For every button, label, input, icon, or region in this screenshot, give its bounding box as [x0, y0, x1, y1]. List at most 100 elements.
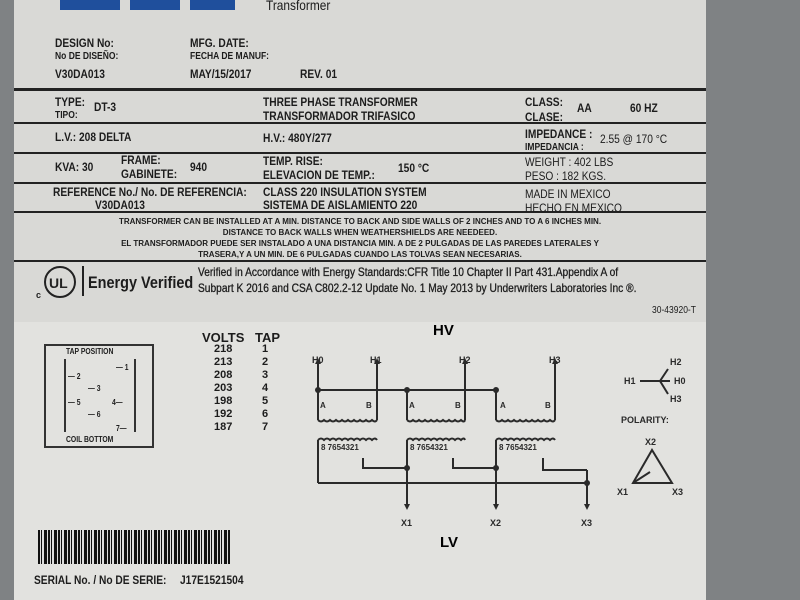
note-line: TRASERA,Y A UN MIN. DE 6 PULGADAS CUANDO…	[198, 250, 522, 259]
frame-label: FRAME:	[121, 153, 161, 167]
vector-h2: H2	[670, 357, 682, 367]
tap-mark: 4—	[112, 398, 123, 407]
type-label-es: TIPO:	[55, 110, 78, 121]
volts-cell: 208	[214, 369, 233, 381]
energy-statement-2: Subpart K 2016 and CSA C802.2-12 Update …	[198, 281, 637, 295]
tap-cell: 3	[262, 369, 269, 381]
product-name: Transformer	[266, 0, 331, 13]
terminal-h1: H1	[370, 355, 382, 365]
ul-logo: UL c	[36, 266, 76, 300]
temp-rise-label: TEMP. RISE:	[263, 154, 323, 168]
design-label-es: No DE DISEÑO:	[55, 51, 119, 62]
volts-cell: 213	[214, 356, 233, 368]
vector-x1: X1	[617, 487, 628, 497]
winding-b: B	[455, 401, 461, 410]
class-value: AA	[577, 101, 592, 115]
type-label: TYPE:	[55, 95, 86, 109]
volts-header: VOLTS	[202, 330, 245, 345]
winding-a: A	[320, 401, 326, 410]
tap-mark: — 2	[68, 372, 81, 381]
description-es: TRANSFORMADOR TRIFASICO	[263, 109, 416, 123]
brand-logo	[60, 0, 120, 10]
winding-a: A	[500, 401, 506, 410]
vector-h1: H1	[624, 376, 636, 386]
volts-cell: 203	[214, 382, 233, 394]
impedance-label: IMPEDANCE :	[525, 127, 593, 141]
class-label: CLASS:	[525, 95, 563, 109]
impedance-label-es: IMPEDANCIA :	[525, 142, 584, 153]
mfg-date: MAY/15/2017	[190, 67, 252, 81]
made-in: MADE IN MEXICO	[525, 187, 611, 201]
terminal-h3: H3	[549, 355, 561, 365]
tap-numbers: 8 7654321	[499, 443, 537, 452]
serial-label: SERIAL No. / No DE SERIE:	[34, 573, 167, 587]
mfg-label: MFG. DATE:	[190, 36, 249, 50]
lv-rating: L.V.: 208 DELTA	[55, 130, 132, 144]
design-label: DESIGN No:	[55, 36, 114, 50]
tap-numbers: 8 7654321	[410, 443, 448, 452]
type-value: DT-3	[94, 100, 117, 114]
weight: WEIGHT : 402 LBS	[525, 155, 614, 169]
energy-statement-1: Verified in Accordance with Energy Stand…	[198, 265, 619, 279]
hv-rating: H.V.: 480Y/277	[263, 131, 332, 145]
reference-value: V30DA013	[95, 198, 145, 212]
tap-cell: 2	[262, 356, 269, 368]
tap-mark: — 1	[116, 363, 129, 372]
tap-cell: 5	[262, 395, 269, 407]
brand-logo-part	[190, 0, 235, 10]
divider	[14, 122, 706, 124]
volts-cell: 187	[214, 421, 233, 433]
note-line: EL TRANSFORMADOR PUEDE SER INSTALADO A U…	[121, 239, 599, 248]
logo-divider	[82, 266, 84, 296]
terminal-h0: H0	[312, 355, 324, 365]
insulation-es: SISTEMA DE AISLAMIENTO 220	[263, 198, 418, 212]
kva: KVA: 30	[55, 160, 94, 174]
frame-label-es: GABINETE:	[121, 167, 178, 181]
vector-x3: X3	[672, 487, 683, 497]
tap-position-box: TAP POSITION — 1 — 2 — 3 4— — 5 — 6 7— C…	[44, 344, 154, 448]
brand-logo-part	[130, 0, 180, 10]
tap-cell: 1	[262, 343, 269, 355]
temp-rise-label-es: ELEVACION DE TEMP.:	[263, 168, 375, 182]
terminal-x3: X3	[581, 518, 592, 528]
winding-b: B	[545, 401, 551, 410]
barcode	[38, 530, 230, 564]
lv-label: LV	[440, 534, 458, 551]
divider	[14, 152, 706, 154]
terminal-x2: X2	[490, 518, 501, 528]
divider	[14, 182, 706, 184]
energy-verified-mark: Energy Verified	[88, 273, 194, 292]
serial-number: J17E1521504	[180, 573, 244, 587]
impedance-value: 2.55 @ 170 °C	[600, 132, 668, 146]
tap-mark: — 5	[68, 398, 81, 407]
note-line: TRANSFORMER CAN BE INSTALLED AT A MIN. D…	[118, 217, 602, 226]
winding-a: A	[409, 401, 415, 410]
class-label-es: CLASE:	[525, 110, 563, 124]
polarity-label: POLARITY:	[621, 415, 669, 425]
tap-box-bottom: COIL BOTTOM	[66, 435, 114, 444]
insulation: CLASS 220 INSULATION SYSTEM	[263, 185, 427, 199]
revision: REV. 01	[300, 67, 338, 81]
mfg-label-es: FECHA DE MANUF:	[190, 51, 270, 62]
volts-cell: 218	[214, 343, 233, 355]
made-in-es: HECHO EN MEXICO	[525, 201, 622, 215]
hv-label: HV	[433, 322, 454, 339]
divider	[14, 211, 706, 213]
coil-outline	[64, 359, 136, 432]
volts-cell: 192	[214, 408, 233, 420]
frame-value: 940	[190, 160, 208, 174]
tap-mark: 7—	[116, 424, 127, 433]
tap-mark: — 6	[88, 410, 101, 419]
volts-cell: 198	[214, 395, 233, 407]
tap-mark: — 3	[88, 384, 101, 393]
tap-cell: 4	[262, 382, 269, 394]
installation-notes: TRANSFORMER CAN BE INSTALLED AT A MIN. D…	[14, 216, 706, 260]
tap-cell: 7	[262, 421, 269, 433]
terminal-x1: X1	[401, 518, 412, 528]
divider	[14, 88, 706, 91]
svg-text:c: c	[36, 290, 41, 300]
vector-x2: X2	[645, 437, 656, 447]
vector-h3: H3	[670, 394, 682, 404]
tap-box-title: TAP POSITION	[66, 347, 114, 356]
